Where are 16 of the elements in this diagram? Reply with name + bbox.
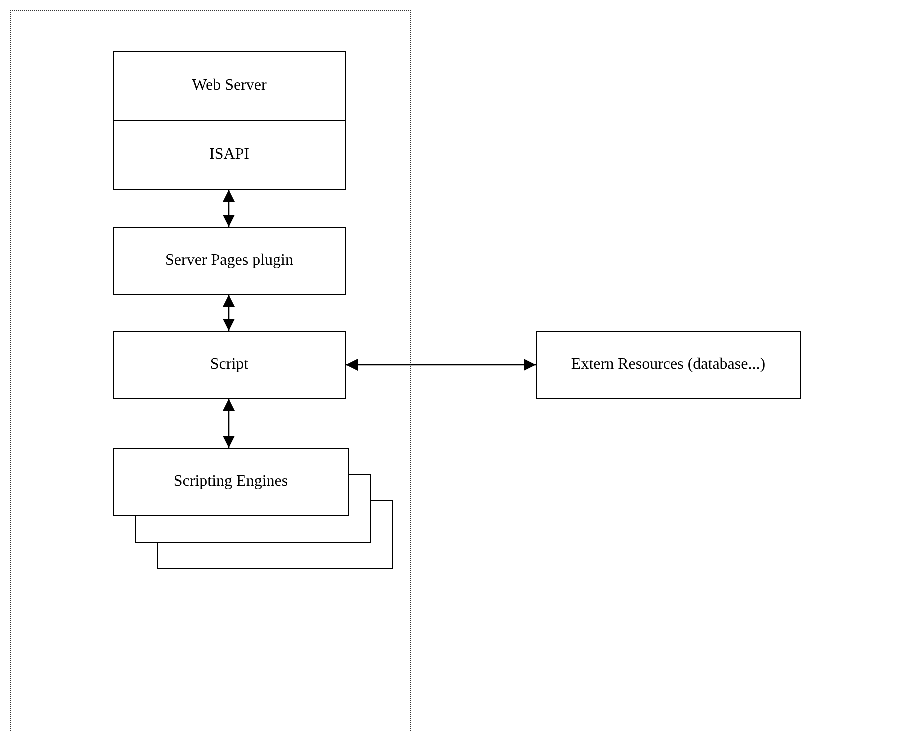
process-box bbox=[113, 227, 346, 295]
double-arrow bbox=[223, 190, 235, 227]
double-arrow bbox=[346, 359, 536, 371]
box-label: Server Pages plugin bbox=[166, 252, 294, 270]
process-box bbox=[113, 51, 346, 190]
dotted-frame bbox=[10, 10, 411, 731]
process-box bbox=[536, 331, 801, 399]
double-arrow bbox=[223, 295, 235, 331]
box-label: Script bbox=[210, 356, 249, 374]
box-label: Scripting Engines bbox=[174, 473, 288, 491]
process-box bbox=[113, 331, 346, 399]
box-label: ISAPI bbox=[209, 146, 250, 164]
double-arrow bbox=[223, 399, 235, 448]
stacked-box bbox=[113, 448, 349, 516]
box-label: Extern Resources (database...) bbox=[571, 356, 766, 374]
box-label: Web Server bbox=[192, 77, 267, 95]
